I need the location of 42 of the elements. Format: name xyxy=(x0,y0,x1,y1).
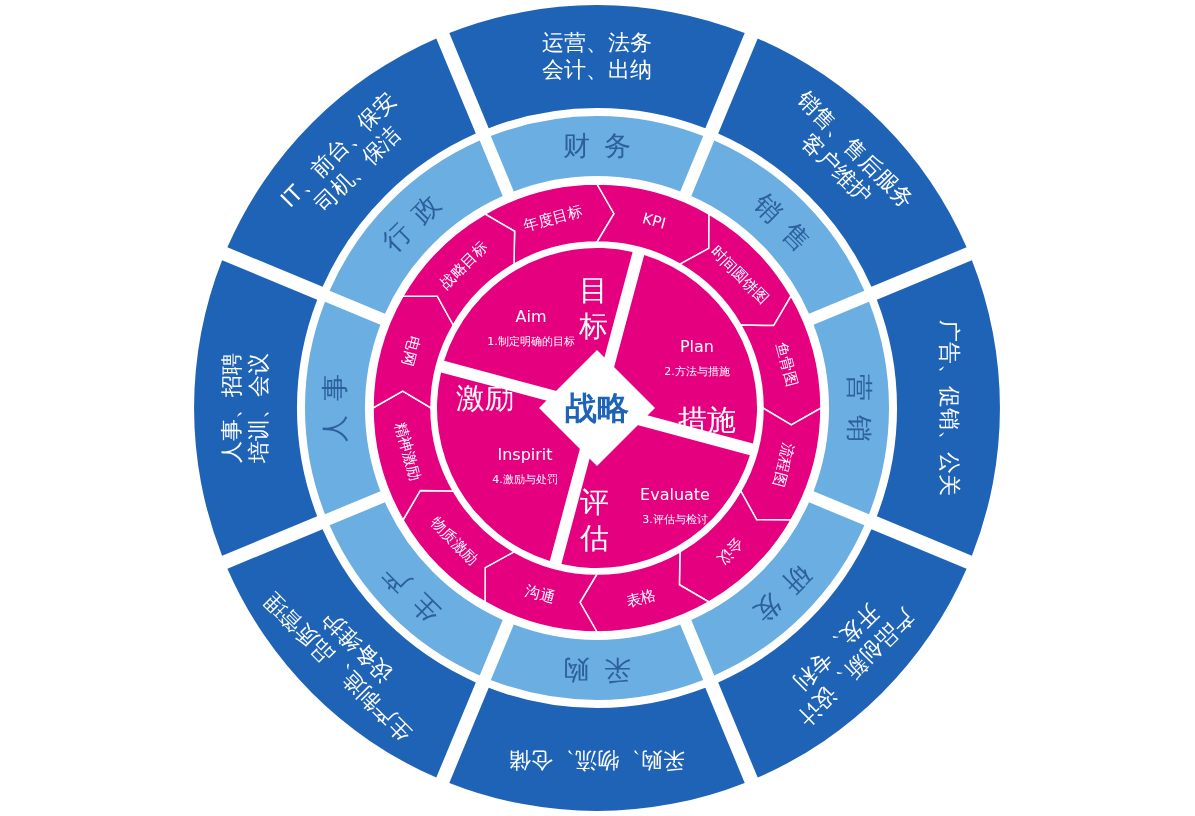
english-label: Plan xyxy=(679,337,714,358)
chevron-segment xyxy=(579,551,710,633)
outer-ring-segment xyxy=(718,529,967,778)
chevron-segment xyxy=(484,551,598,633)
quadrant-heading: 激励 xyxy=(456,379,514,417)
step-label: 4.激励与处罚 xyxy=(492,473,558,487)
quadrant-heading: 评估 xyxy=(579,483,609,557)
department-duties-label: 采购、物流、仓储 xyxy=(508,746,686,774)
chevron-segment xyxy=(596,183,710,265)
english-label: Aim xyxy=(515,307,547,328)
step-label: 2.方法与措施 xyxy=(664,365,730,379)
department-label: 采购 xyxy=(549,653,631,687)
english-label: Evaluate xyxy=(640,485,710,506)
chevron-label: 流程图 xyxy=(768,440,799,490)
outer-ring-segment xyxy=(194,260,318,556)
english-label: Inspirit xyxy=(497,445,553,466)
outer-ring-segment xyxy=(449,5,745,129)
department-ring-segment xyxy=(490,624,704,700)
step-label: 1.制定明确的目标 xyxy=(487,335,575,349)
quadrant-heading: 目标 xyxy=(578,271,608,345)
center-title: 战略 xyxy=(565,388,629,428)
department-ring-segment xyxy=(305,301,381,515)
department-duties-label: 运营、法务会计、出纳 xyxy=(541,28,653,84)
outer-ring-segment xyxy=(876,260,1000,556)
department-label: 财务 xyxy=(563,129,645,163)
department-ring-segment xyxy=(813,301,889,515)
chevron-segment xyxy=(740,407,822,521)
step-label: 3.评估与检讨 xyxy=(642,513,708,527)
department-label: 营销 xyxy=(842,374,876,456)
chevron-label: 年度目标 xyxy=(521,201,585,235)
chevron-label: 电网 xyxy=(397,334,424,368)
department-duties-label: 人事、招聘培训、会议 xyxy=(217,352,272,465)
chevron-label: 精神激励 xyxy=(390,420,424,484)
department-ring-segment xyxy=(490,116,704,192)
outer-ring-segment xyxy=(449,687,745,811)
chevron-label: 沟通 xyxy=(523,581,557,608)
chevron-label: KPI xyxy=(640,209,668,234)
chevron-label: 鱼骨图 xyxy=(772,339,802,389)
chevron-segment xyxy=(372,295,454,409)
chevron-label: 表格 xyxy=(623,585,658,611)
department-duties-label: 广告、促销、公关 xyxy=(935,319,963,498)
department-label: 人事 xyxy=(318,360,352,442)
